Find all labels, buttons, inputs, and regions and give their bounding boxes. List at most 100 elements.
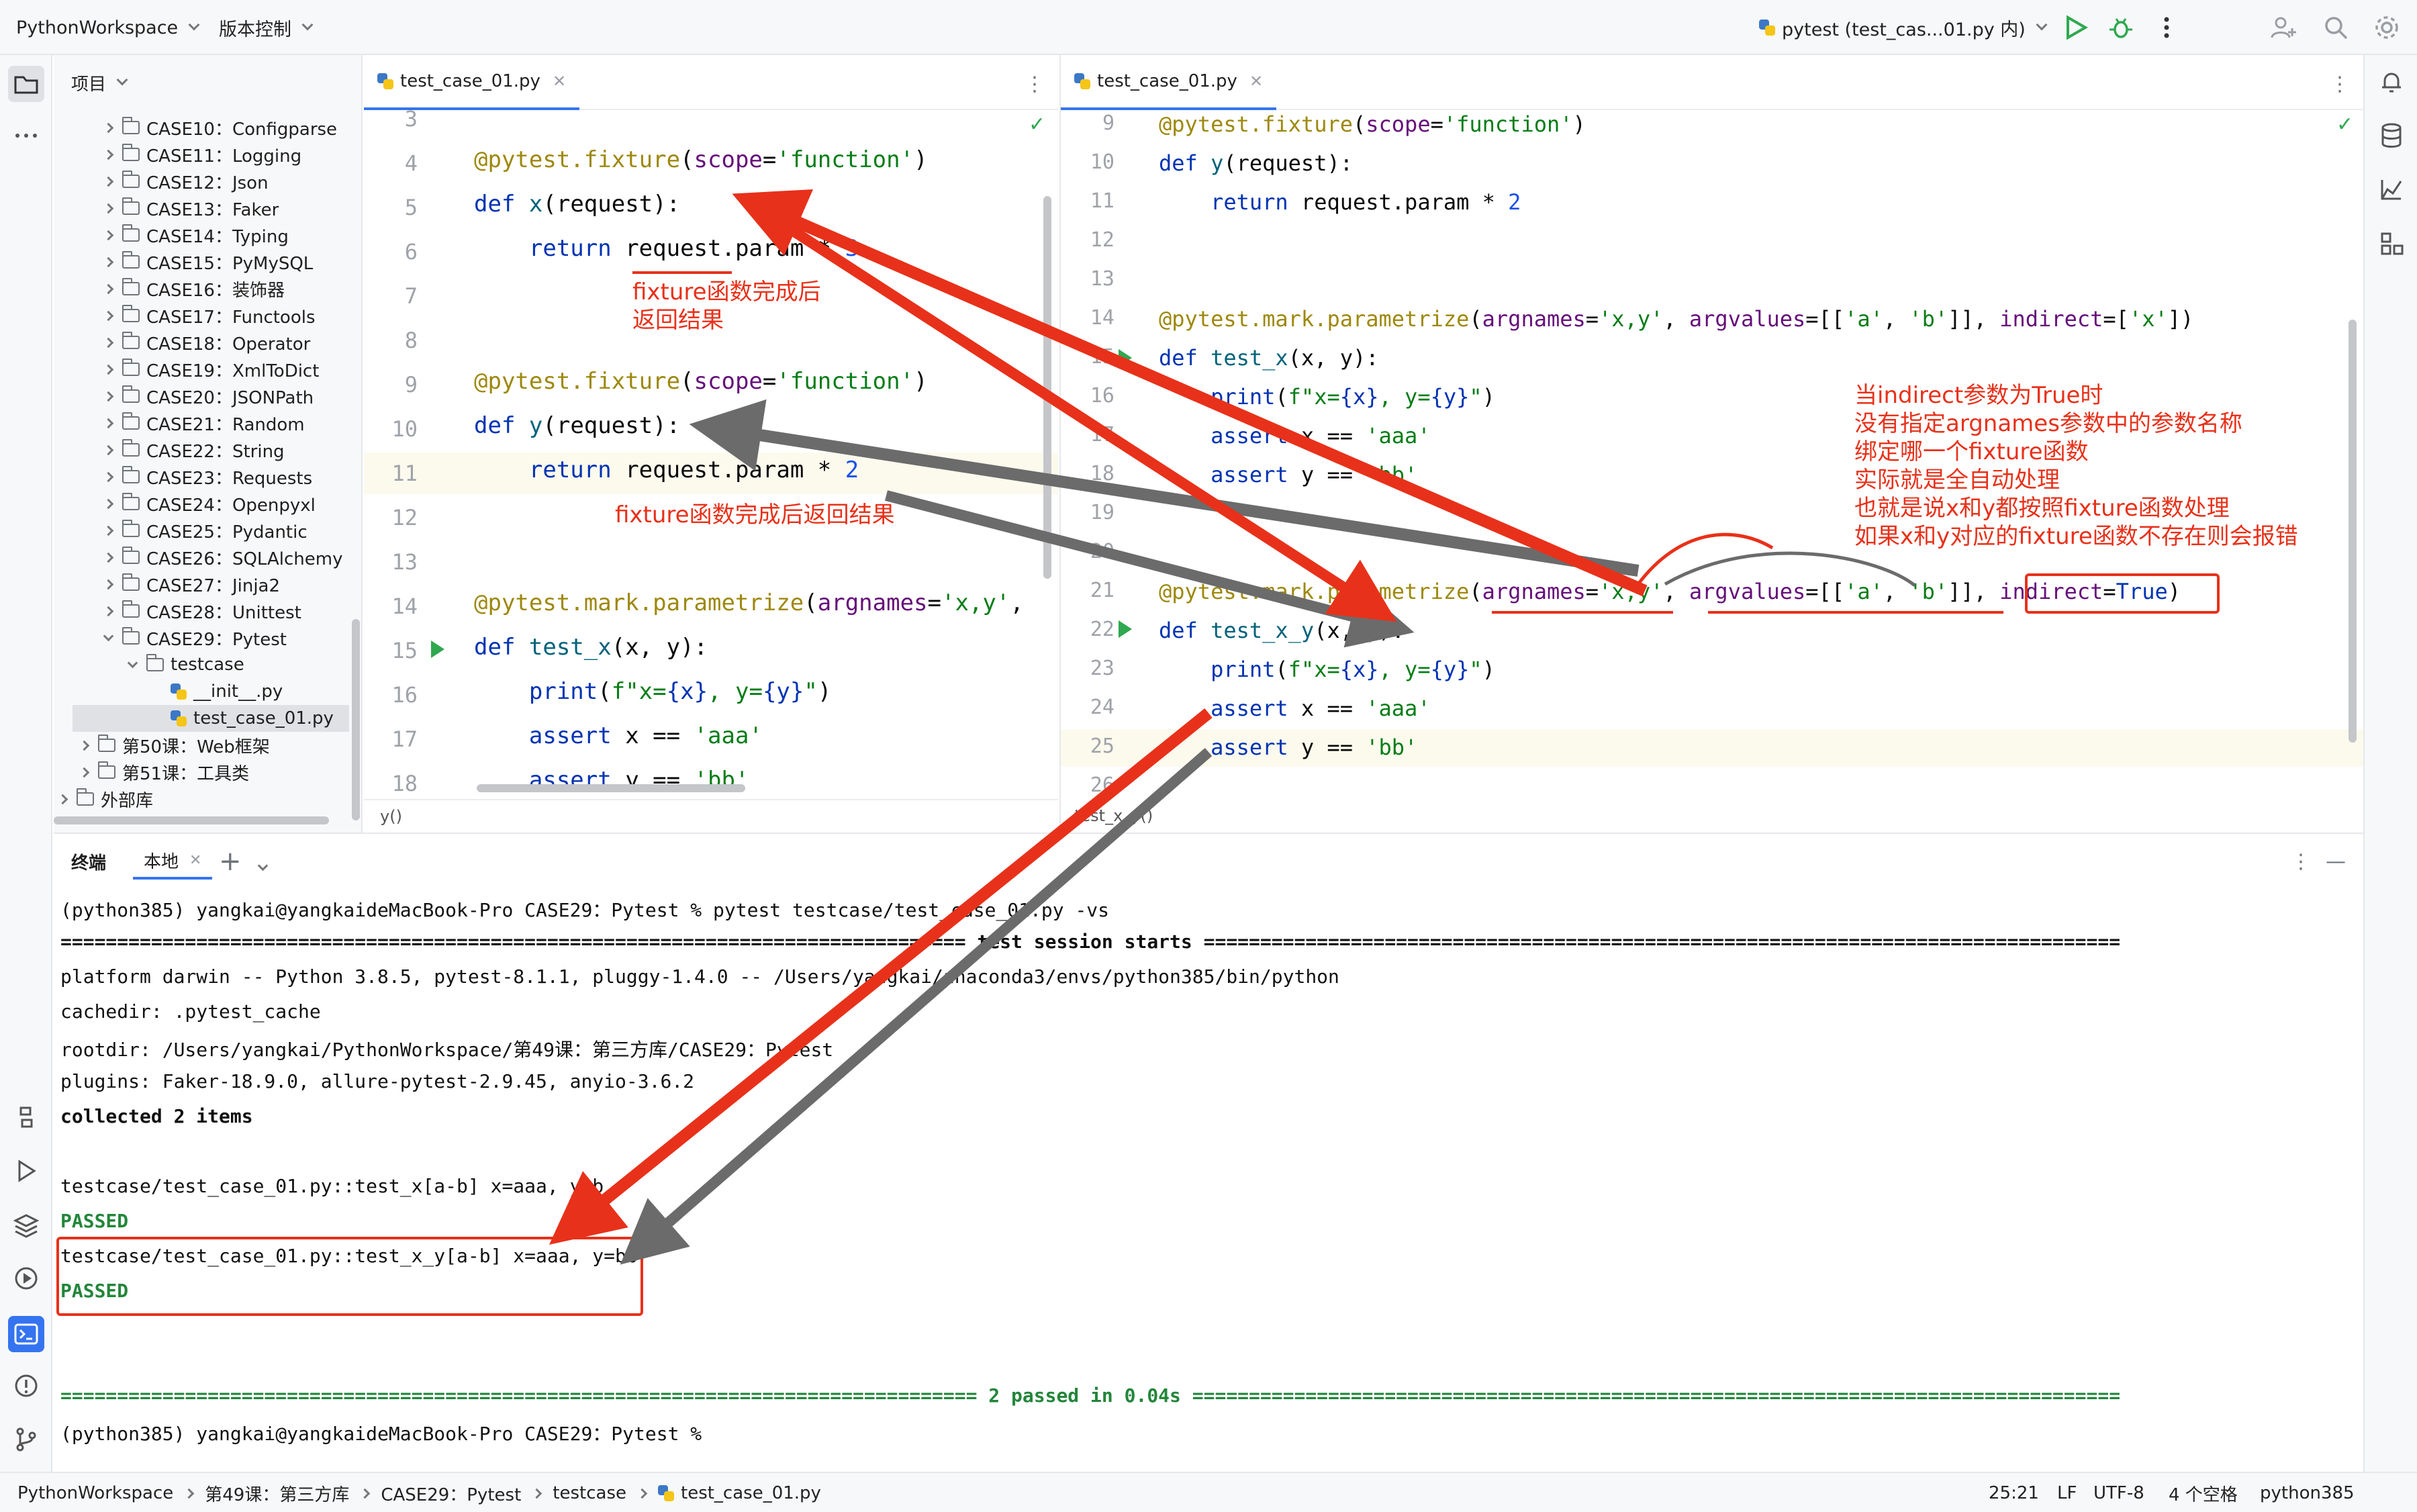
search-icon[interactable]	[2322, 13, 2350, 42]
tree-folder-item[interactable]: CASE29：Pytest	[54, 624, 349, 651]
project-tool-button[interactable]	[8, 66, 44, 102]
services-icon[interactable]	[11, 1264, 41, 1293]
notifications-bell-icon[interactable]	[2377, 67, 2406, 97]
tree-folder-item[interactable]: CASE16：装饰器	[54, 275, 349, 302]
project-scrollbar[interactable]	[352, 619, 360, 820]
editor-left-vscrollbar[interactable]	[1043, 196, 1051, 579]
tree-folder-item[interactable]: CASE18：Operator	[54, 329, 349, 356]
tree-folder-item[interactable]: CASE23：Requests	[54, 463, 349, 490]
tree-expander-icon[interactable]	[99, 122, 117, 133]
tree-expander-icon[interactable]	[99, 498, 117, 509]
status-breadcrumb-item[interactable]: testcase	[553, 1483, 626, 1503]
close-tab-icon[interactable]: ✕	[552, 72, 567, 91]
tree-expander-icon[interactable]	[99, 471, 117, 482]
line-separator[interactable]: LF	[2057, 1473, 2077, 1512]
problems-icon[interactable]	[11, 1371, 41, 1401]
tree-expander-icon[interactable]	[99, 391, 117, 401]
tree-folder-item[interactable]: CASE10：Configparse	[54, 114, 349, 141]
close-tab-icon[interactable]: ✕	[189, 851, 202, 869]
file-encoding[interactable]: UTF-8	[2093, 1473, 2144, 1512]
vcs-menu[interactable]: 版本控制	[219, 0, 314, 55]
editor-right-vscrollbar[interactable]	[2349, 320, 2357, 743]
tree-expander-icon[interactable]	[75, 767, 93, 777]
more-icon[interactable]	[2152, 13, 2181, 42]
tree-expander-icon[interactable]	[99, 630, 117, 641]
editor-left-hscrollbar[interactable]	[477, 784, 745, 792]
terminal-dropdown-chevron-icon[interactable]	[257, 854, 269, 874]
terminal-tab-local[interactable]: 本地 ✕	[133, 843, 213, 880]
sciview-chart-icon[interactable]	[2377, 175, 2406, 204]
interpreter-selector[interactable]: python385	[2260, 1473, 2355, 1512]
python-console-icon[interactable]	[11, 1102, 41, 1132]
tree-folder-item[interactable]: 第50课：Web框架	[54, 732, 349, 759]
tree-expander-icon[interactable]	[99, 525, 117, 536]
tree-expander-icon[interactable]	[99, 149, 117, 160]
editor-left-breadcrumb[interactable]: y()	[364, 799, 1058, 833]
terminal-tool-button[interactable]	[8, 1316, 44, 1352]
database-icon[interactable]	[2377, 121, 2406, 150]
tree-file-item[interactable]: test_case_01.py	[73, 705, 349, 732]
project-panel-header[interactable]: 项目	[54, 55, 361, 110]
new-terminal-plus-icon[interactable]: +	[219, 846, 242, 877]
editor-right-breadcrumb[interactable]: test_x_y()	[1061, 799, 2363, 833]
debug-icon[interactable]	[2107, 13, 2135, 42]
tree-file-item[interactable]: __init__.py	[54, 678, 349, 705]
tab-options-icon[interactable]: ⋮	[2330, 73, 2350, 96]
run-icon[interactable]	[2061, 13, 2089, 42]
tree-expander-icon[interactable]	[99, 418, 117, 428]
git-branch-icon[interactable]	[11, 1425, 41, 1454]
tab-test-case-01-right[interactable]: test_case_01.py ✕	[1061, 55, 1277, 110]
tree-folder-item[interactable]: CASE13：Faker	[54, 195, 349, 222]
tree-folder-item[interactable]: CASE25：Pydantic	[54, 517, 349, 544]
tree-expander-icon[interactable]	[99, 444, 117, 455]
tree-folder-item[interactable]: CASE28：Unittest	[54, 598, 349, 624]
tree-expander-icon[interactable]	[99, 176, 117, 187]
project-hscrollbar[interactable]	[54, 816, 329, 824]
tree-expander-icon[interactable]	[75, 740, 93, 751]
settings-gear-icon[interactable]	[2373, 13, 2401, 42]
tab-options-icon[interactable]: ⋮	[1025, 73, 1045, 96]
run-test-gutter-icon[interactable]	[1119, 620, 1132, 638]
run-test-gutter-icon[interactable]	[431, 641, 444, 658]
tree-expander-icon[interactable]	[99, 310, 117, 321]
status-breadcrumb-item[interactable]: CASE29：Pytest	[381, 1484, 522, 1505]
close-tab-icon[interactable]: ✕	[1249, 72, 1264, 91]
run-config-selector[interactable]: pytest (test_cas...01.py 内)	[1759, 0, 2048, 55]
cursor-position[interactable]: 25:21	[1989, 1473, 2039, 1512]
indent-setting[interactable]: 4 个空格	[2169, 1473, 2238, 1512]
tab-test-case-01-left[interactable]: test_case_01.py ✕	[364, 55, 580, 110]
tree-folder-item[interactable]: CASE24：Openpyxl	[54, 490, 349, 517]
tree-folder-item[interactable]: CASE20：JSONPath	[54, 383, 349, 410]
add-user-icon[interactable]	[2269, 13, 2297, 42]
status-breadcrumb-item[interactable]: PythonWorkspace	[17, 1483, 174, 1503]
more-tools-icon[interactable]	[11, 121, 41, 150]
terminal-options-icon[interactable]: ⋮	[2291, 849, 2311, 873]
project-switcher[interactable]: PythonWorkspace	[16, 0, 200, 55]
tree-folder-item[interactable]: CASE14：Typing	[54, 222, 349, 248]
tree-folder-item[interactable]: 第51课：工具类	[54, 759, 349, 786]
tree-expander-icon[interactable]	[99, 230, 117, 240]
layers-icon[interactable]	[11, 1210, 41, 1239]
tree-folder-item[interactable]: CASE15：PyMySQL	[54, 248, 349, 275]
tree-expander-icon[interactable]	[99, 256, 117, 267]
status-breadcrumb-item[interactable]: test_case_01.py	[681, 1483, 821, 1503]
tree-expander-icon[interactable]	[99, 606, 117, 616]
tree-folder-item[interactable]: 外部库	[54, 786, 349, 812]
tree-folder-item[interactable]: testcase	[54, 651, 349, 678]
tree-folder-item[interactable]: CASE12：Json	[54, 168, 349, 195]
tree-expander-icon[interactable]	[54, 794, 71, 804]
tree-expander-icon[interactable]	[99, 283, 117, 294]
tree-expander-icon[interactable]	[124, 657, 141, 668]
status-breadcrumb-item[interactable]: 第49课：第三方库	[205, 1484, 350, 1505]
minimize-panel-icon[interactable]: —	[2326, 849, 2346, 873]
tree-folder-item[interactable]: CASE11：Logging	[54, 141, 349, 168]
tree-expander-icon[interactable]	[99, 579, 117, 589]
structure-icon[interactable]	[2377, 228, 2406, 258]
tree-expander-icon[interactable]	[99, 203, 117, 214]
tree-folder-item[interactable]: CASE26：SQLAlchemy	[54, 544, 349, 571]
run-tool-icon[interactable]	[11, 1156, 41, 1186]
run-test-gutter-icon[interactable]	[1119, 349, 1132, 367]
tree-folder-item[interactable]: CASE19：XmlToDict	[54, 356, 349, 383]
